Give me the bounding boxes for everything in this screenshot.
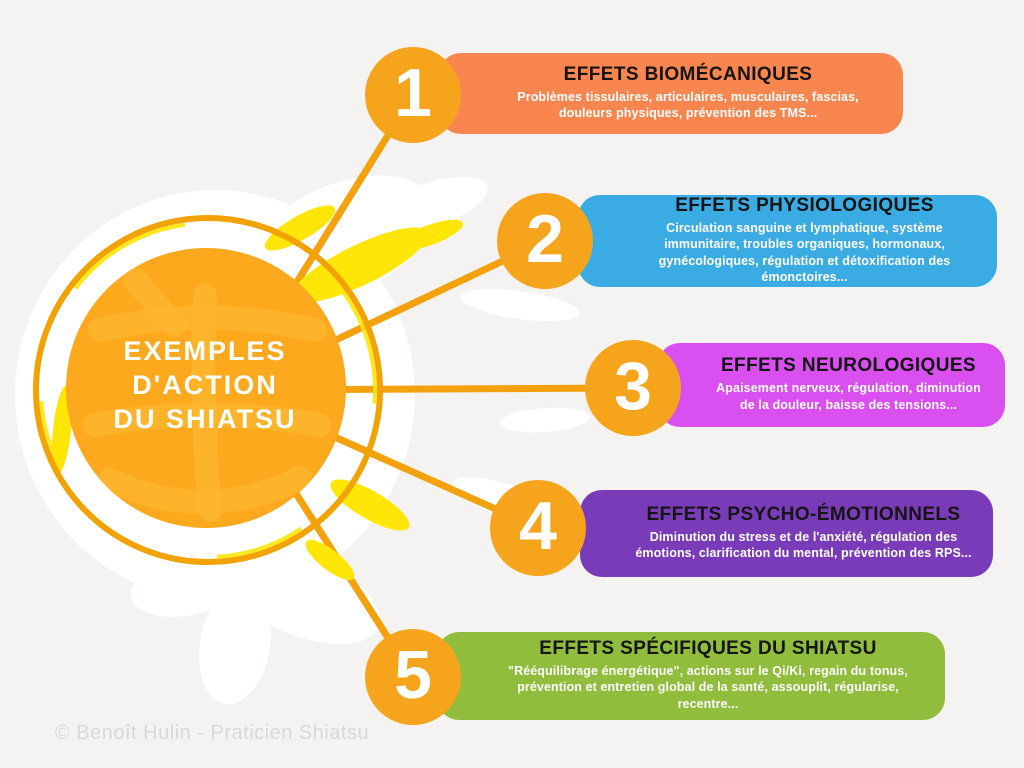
step-number: 4 xyxy=(519,488,557,564)
step-circle-5: 5 xyxy=(365,629,461,725)
disc-glyph-strokes xyxy=(83,268,332,522)
item-banner-neurologiques: EFFETS NEUROLOGIQUES Apaisement nerveux,… xyxy=(658,343,1005,427)
yellow-splash-shape xyxy=(51,205,464,581)
central-title-line-2: D'ACTION xyxy=(132,370,278,400)
item-banner-physiologiques: EFFETS PHYSIOLOGIQUES Circulation sangui… xyxy=(578,195,997,287)
step-number: 1 xyxy=(394,55,432,131)
medallion-outer-ring xyxy=(33,215,383,565)
item-description: Diminution du stress et de l'anxiété, ré… xyxy=(635,529,972,561)
item-title: EFFETS PHYSIOLOGIQUES xyxy=(675,194,934,216)
item-title: EFFETS BIOMÉCANIQUES xyxy=(563,63,813,85)
step-circle-2: 2 xyxy=(497,193,593,289)
medallion-ring-highlight xyxy=(39,221,377,559)
medallion-disc xyxy=(66,248,346,528)
step-number: 3 xyxy=(614,348,652,424)
item-description: Circulation sanguine et lymphatique, sys… xyxy=(658,220,951,285)
item-banner-specifiques-shiatsu: EFFETS SPÉCIFIQUES DU SHIATSU "Rééquilib… xyxy=(437,632,945,720)
step-circle-3: 3 xyxy=(585,340,681,436)
central-title-line-3: DU SHIATSU xyxy=(113,404,297,434)
step-number: 2 xyxy=(526,201,564,277)
item-banner-psycho-emotionnels: EFFETS PSYCHO-ÉMOTIONNELS Diminution du … xyxy=(580,490,993,577)
item-title: EFFETS NEUROLOGIQUES xyxy=(720,355,977,376)
step-circle-4: 4 xyxy=(490,480,586,576)
central-title: EXEMPLES D'ACTION DU SHIATSU xyxy=(60,334,350,436)
item-description: "Rééquilibrage énergétique", actions sur… xyxy=(508,663,908,711)
item-title: EFFETS PSYCHO-ÉMOTIONNELS xyxy=(646,503,961,525)
item-description: Apaisement nerveux, régulation, diminuti… xyxy=(716,381,981,412)
item-banner-biomecaniques: EFFETS BIOMÉCANIQUES Problèmes tissulair… xyxy=(439,53,903,134)
item-title: EFFETS SPÉCIFIQUES DU SHIATSU xyxy=(539,637,877,659)
copyright-text: © Benoît Hulin - Praticien Shiatsu xyxy=(55,722,370,744)
step-circle-1: 1 xyxy=(365,47,461,143)
step-number: 5 xyxy=(394,637,432,713)
item-description: Problèmes tissulaires, articulaires, mus… xyxy=(517,89,859,121)
central-title-line-1: EXEMPLES xyxy=(123,336,287,366)
